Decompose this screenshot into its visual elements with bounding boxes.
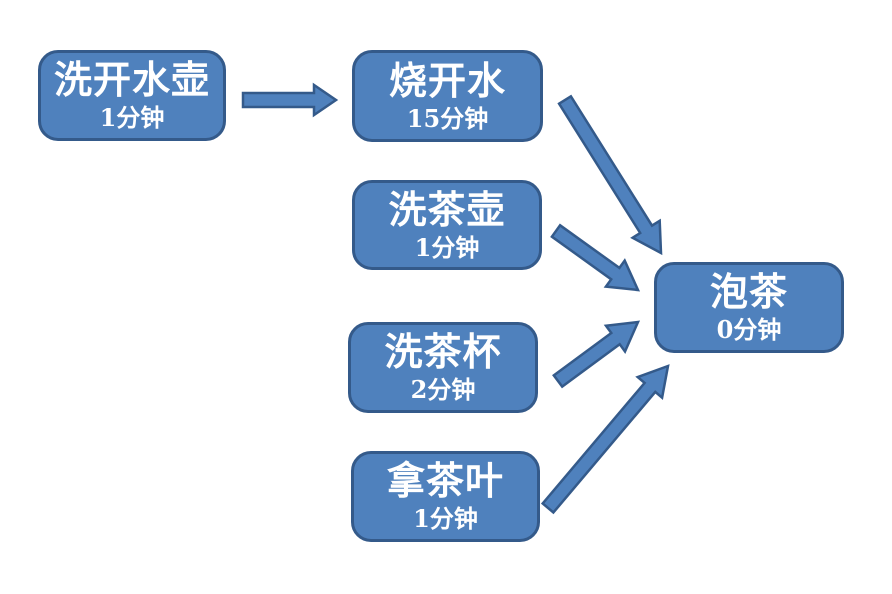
node-duration: 2分钟: [410, 375, 476, 405]
node-duration: 1分钟: [99, 103, 165, 133]
arrow-wash-teacup-to-brew-tea: [552, 320, 641, 389]
node-label: 泡茶: [709, 269, 788, 315]
node-duration: 15分钟: [406, 103, 489, 133]
arrow-wash-teapot-to-brew-tea: [550, 223, 641, 292]
node-duration: 0分钟: [716, 315, 782, 345]
node-wash-teapot: 洗茶壶 1分钟: [352, 180, 542, 270]
node-wash-kettle: 洗开水壶 1分钟: [38, 50, 226, 141]
node-get-tea-leaves: 拿茶叶 1分钟: [351, 451, 540, 542]
node-label: 拿茶叶: [386, 458, 504, 504]
node-label: 洗茶杯: [384, 329, 502, 375]
arrow-get-tea-leaves-to-brew-tea: [540, 364, 670, 515]
arrow-boil-water-to-brew-tea: [557, 94, 663, 256]
arrow-wash-kettle-to-boil-water: [241, 82, 339, 118]
node-label: 洗茶壶: [388, 186, 506, 232]
node-duration: 1分钟: [413, 504, 478, 534]
node-duration: 1分钟: [414, 232, 480, 262]
node-brew-tea: 泡茶 0分钟: [654, 262, 844, 353]
node-label: 洗开水壶: [53, 57, 210, 103]
node-label: 烧开水: [388, 57, 506, 103]
node-wash-teacup: 洗茶杯 2分钟: [348, 322, 538, 413]
node-boil-water: 烧开水 15分钟: [352, 50, 543, 142]
